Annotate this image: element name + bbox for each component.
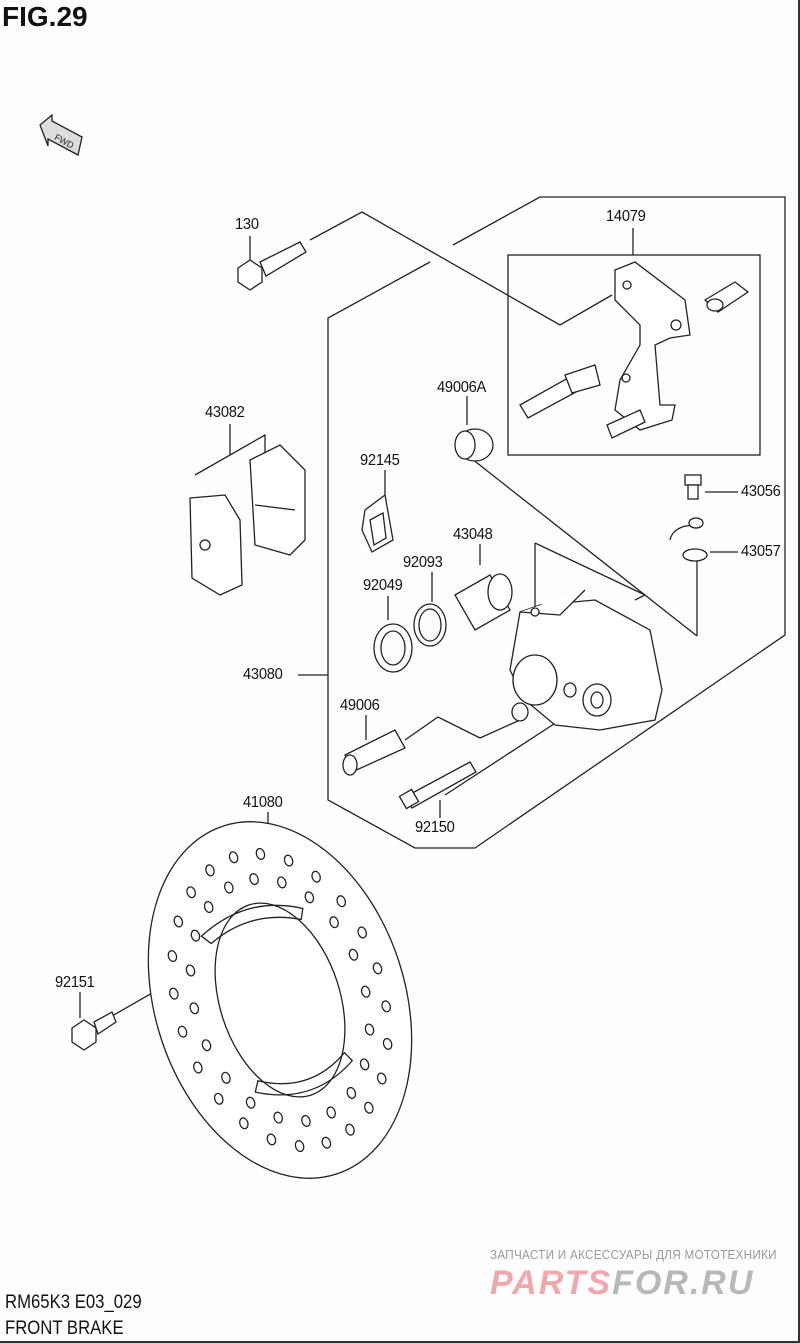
disc-hole — [273, 1111, 284, 1124]
model-code: RM65K3 E03_029 — [5, 1292, 142, 1313]
disc-hole — [301, 1114, 311, 1127]
bleeder-43056 — [684, 474, 702, 500]
brake-pads-43082 — [189, 444, 306, 596]
disc-hole — [276, 876, 287, 889]
pin-49006 — [342, 729, 406, 776]
watermark-logo: PARTSFOR.RU — [490, 1266, 754, 1300]
disc-hole — [345, 1123, 355, 1136]
disc-hole — [382, 1037, 393, 1050]
frame-border-bottom — [0, 1341, 800, 1343]
part-label-43082: 43082 — [205, 404, 245, 421]
disc-hole — [167, 950, 178, 963]
disc-hole — [336, 895, 347, 908]
boot-49006a — [454, 428, 494, 462]
disc-hole — [357, 926, 367, 939]
disc-hole — [364, 1023, 375, 1036]
bolt-130 — [237, 241, 307, 291]
disc-hole — [364, 1101, 374, 1114]
diagram-title: FRONT BRAKE — [5, 1318, 124, 1339]
disc-hole — [359, 1058, 370, 1071]
disc-hole — [224, 881, 234, 894]
disc-hole — [372, 962, 383, 975]
disc-hole — [245, 1096, 256, 1109]
seal-92093 — [413, 603, 447, 647]
leader-lines — [79, 196, 786, 1021]
disc-hole — [255, 847, 266, 860]
disc-hole — [205, 864, 215, 877]
pad-spring-92145 — [361, 493, 394, 553]
frame-border — [798, 0, 800, 1343]
disc-hole — [326, 1106, 336, 1119]
bolt-92150 — [398, 761, 477, 810]
part-label-92150: 92150 — [415, 819, 455, 836]
part-label-92151: 92151 — [55, 974, 95, 991]
part-label-43056: 43056 — [741, 483, 781, 500]
disc-hole — [221, 1071, 231, 1084]
disc-hole — [189, 1002, 200, 1015]
part-label-49006: 49006 — [340, 697, 380, 714]
piston-43048 — [454, 573, 513, 631]
disc-hole — [201, 1039, 212, 1052]
brake-disc-41080 — [147, 821, 413, 1179]
part-label-92145: 92145 — [360, 452, 400, 469]
cap-43057 — [669, 517, 708, 562]
disc-hole — [203, 900, 214, 914]
disc-hole — [321, 1136, 332, 1149]
disc-hole — [376, 1072, 387, 1085]
disc-hole — [213, 1092, 224, 1105]
disc-hole — [329, 916, 339, 929]
disc-hole — [304, 891, 315, 904]
figure-number: FIG.29 — [2, 1, 88, 32]
disc-hole — [177, 1025, 188, 1038]
watermark-brand-a: PARTS — [490, 1264, 613, 1302]
part-label-130: 130 — [235, 216, 259, 233]
disc-hole — [193, 1061, 203, 1074]
disc-hole — [186, 886, 196, 899]
part-label-41080: 41080 — [243, 794, 283, 811]
disc-hole — [346, 1086, 357, 1100]
bolt-92151 — [71, 1011, 117, 1051]
part-label-43057: 43057 — [741, 543, 781, 560]
part-label-14079: 14079 — [606, 208, 646, 225]
caliper-43080 — [509, 589, 663, 731]
disc-hole — [294, 1140, 305, 1153]
disc-hole — [185, 964, 196, 977]
disc-hole — [381, 1000, 391, 1013]
part-label-92049: 92049 — [363, 577, 403, 594]
seal-92049 — [373, 623, 413, 673]
part-label-43048: 43048 — [453, 526, 493, 543]
disc-hole — [249, 873, 259, 886]
disc-hole — [228, 851, 239, 864]
disc-hole — [239, 1117, 249, 1130]
part-label-43080: 43080 — [243, 666, 283, 683]
disc-hole — [283, 854, 294, 867]
disc-hole — [173, 915, 184, 928]
disc-hole — [190, 929, 201, 942]
disc-hole — [266, 1133, 277, 1146]
disc-hole — [169, 987, 179, 1000]
disc-hole — [311, 870, 321, 883]
bracket-14079 — [519, 261, 750, 439]
part-label-49006a: 49006A — [437, 379, 487, 396]
watermark-brand-b: FOR.RU — [612, 1264, 755, 1302]
part-label-92093: 92093 — [403, 554, 443, 571]
fwd-arrow-icon: FWD — [39, 113, 83, 156]
disc-hole — [348, 948, 359, 961]
watermark-tagline: ЗАПЧАСТИ И АКСЕССУАРЫ ДЛЯ МОТОТЕХНИКИ — [490, 1247, 777, 1262]
disc-hole — [360, 985, 371, 998]
